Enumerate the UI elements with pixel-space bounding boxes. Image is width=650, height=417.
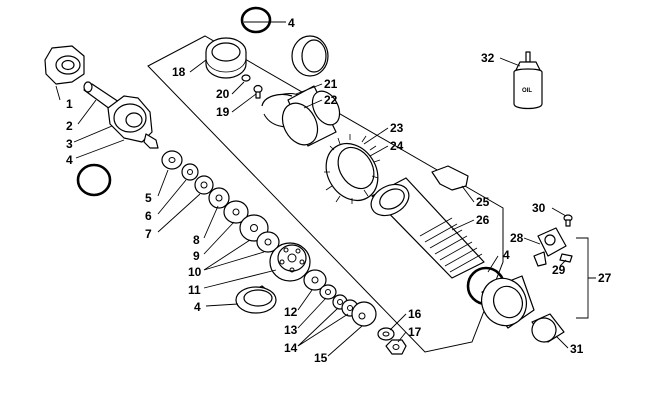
- part-25-bump-stop: [431, 165, 469, 191]
- callout-22: 22: [324, 93, 338, 107]
- callout-3: 3: [66, 137, 73, 151]
- washer-stack: [161, 150, 280, 253]
- oil-bottle-label: OIL: [522, 88, 532, 94]
- callout-18: 18: [172, 65, 186, 79]
- part-1-bushing-cap: [44, 45, 85, 85]
- callout-4-left: 4: [66, 153, 73, 167]
- callout-13: 13: [284, 323, 298, 337]
- part-29-pin: [559, 253, 573, 263]
- callout-14: 14: [284, 341, 298, 355]
- callout-9: 9: [193, 249, 200, 263]
- part-32-oil-bottle: [513, 51, 543, 110]
- reservoir-end-cap: [481, 275, 535, 329]
- assembly-frame: [147, 35, 504, 353]
- part-8-washer: [223, 200, 249, 224]
- part-10-washer: [256, 231, 280, 253]
- callout-17: 17: [408, 325, 422, 339]
- callout-24: 24: [390, 139, 404, 153]
- callout-12: 12: [284, 305, 298, 319]
- part-7b-washer: [208, 187, 230, 209]
- callout-27: 27: [598, 271, 612, 285]
- callout-4-right: 4: [503, 248, 510, 262]
- callout-19: 19: [216, 105, 230, 119]
- callout-5: 5: [145, 191, 152, 205]
- part-18-seal-head: [205, 37, 247, 79]
- callout-4-top: 4: [288, 16, 295, 30]
- callout-25: 25: [476, 195, 490, 209]
- callout-2: 2: [66, 119, 73, 133]
- callout-29: 29: [552, 263, 566, 277]
- part-17-nut: [385, 339, 407, 355]
- part-4-bushing-ring: [291, 35, 329, 77]
- callout-7: 7: [145, 227, 152, 241]
- callout-26: 26: [476, 213, 490, 227]
- callout-30: 30: [532, 201, 546, 215]
- part-30-screw: [563, 214, 573, 227]
- callout-16: 16: [408, 307, 422, 321]
- callout-6: 6: [145, 209, 152, 223]
- callout-10: 10: [188, 265, 202, 279]
- part-26-shock-body: [370, 177, 485, 279]
- part-6-washer: [181, 163, 199, 181]
- part-12-washer: [303, 269, 327, 291]
- part-19-screw: [253, 84, 263, 99]
- callout-11: 11: [188, 283, 201, 297]
- callout-8: 8: [193, 233, 200, 247]
- part-28-valve-body: [533, 227, 567, 267]
- callout-4-band: 4: [194, 300, 201, 314]
- part-31-bushing: [531, 313, 565, 343]
- callout-15: 15: [314, 351, 328, 365]
- callout-28: 28: [510, 231, 524, 245]
- part-16-washer: [377, 327, 395, 341]
- part-4-piston-band: [235, 285, 277, 314]
- callout-31: 31: [570, 342, 584, 356]
- callout-32: 32: [481, 51, 495, 65]
- part-23-24-adjuster-ring: [324, 134, 381, 204]
- part-11-piston: [269, 242, 311, 282]
- callout-1: 1: [66, 97, 73, 111]
- callout-23: 23: [390, 121, 404, 135]
- part-4-oring-left: [76, 163, 112, 197]
- part-4-oring-top: [240, 6, 272, 34]
- part-22-bushing: [281, 85, 341, 147]
- part-3-shaft-eye: [107, 95, 159, 149]
- part-13-washer: [319, 284, 337, 300]
- callout-labels: 1 2 3 4 4 4 4 5 6 7 8 9 10 11 12 13 14 1…: [66, 16, 612, 365]
- callout-20: 20: [216, 87, 230, 101]
- callout-21: 21: [324, 77, 338, 91]
- lower-washer-stack: [303, 269, 377, 327]
- part-5-washer: [161, 150, 183, 170]
- part-20-oring: [241, 74, 251, 82]
- part-7-washer: [194, 175, 214, 195]
- leader-lines: [55, 21, 596, 357]
